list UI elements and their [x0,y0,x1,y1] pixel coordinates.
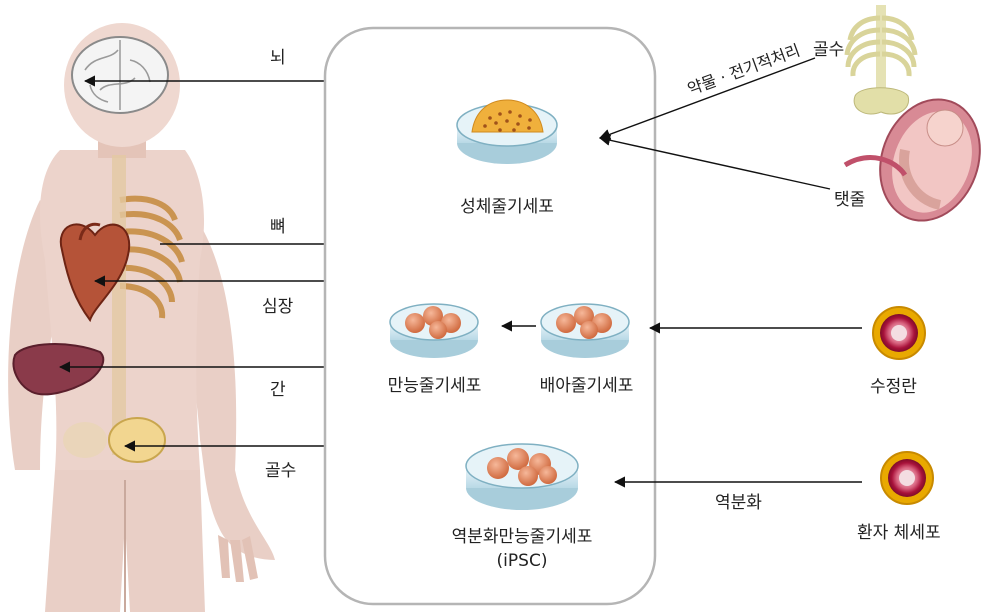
organ-label-brain: 뇌 [270,43,286,68]
ipsc-label: 역분화만능줄기세포 [437,526,607,548]
ipsc-dish [466,444,578,510]
marrow-to-adult-arrow [600,58,815,138]
adult-stem-cell-dish [457,100,557,164]
source-label-marrow: 골수 [813,35,844,60]
source-label-cord: 탯줄 [834,185,865,210]
human-body-illustration [8,23,275,612]
fertilized-egg-cell [873,307,925,359]
source-label-fertilized-egg: 수정란 [870,372,917,397]
embryonic-stem-cell-dish [541,304,629,358]
cord-to-adult-arrow [600,138,830,189]
organ-label-heart: 심장 [262,292,293,317]
organ-label-liver: 간 [270,375,286,400]
organ-label-bone: 뼈 [270,212,286,237]
embryonic-stem-cell-label: 배아줄기세포 [524,375,649,397]
reprogramming-label: 역분화 [715,488,762,513]
organ-label-marrow: 골수 [265,456,296,481]
pluripotent-stem-cell-label: 만능줄기세포 [372,375,497,397]
ipsc-abbrev-label: (iPSC) [437,550,607,572]
skeleton-illustration [847,5,915,114]
pluripotent-stem-cell-dish [390,304,478,358]
source-label-somatic-cell: 환자 체세포 [857,518,941,543]
adult-stem-cell-label: 성체줄기세포 [447,196,567,218]
somatic-cell [881,452,933,504]
